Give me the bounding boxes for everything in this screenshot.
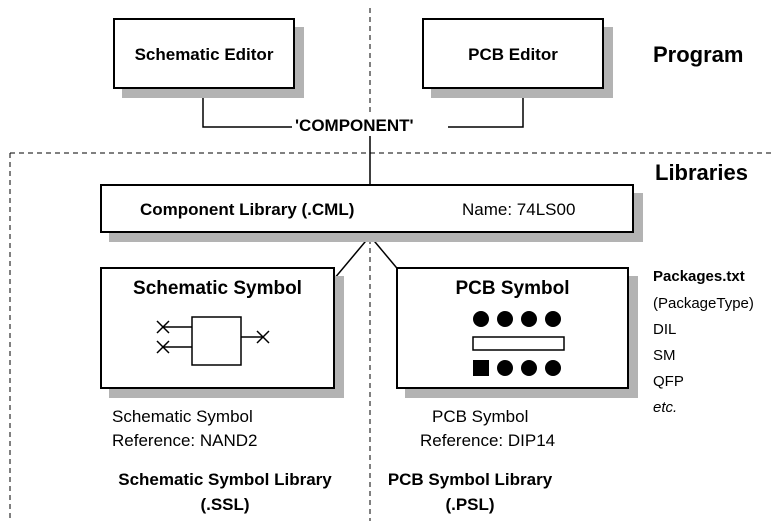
schematic-editor-label: Schematic Editor: [134, 45, 274, 64]
package-item: etc.: [653, 399, 678, 416]
component-library-title: Component Library (.CML): [140, 200, 355, 219]
schematic-symbol-library-label: Schematic Symbol Library: [118, 470, 332, 489]
pcb-symbol-title: PCB Symbol: [455, 278, 570, 299]
pcb-symbol-library-label: PCB Symbol Library: [387, 470, 553, 489]
schematic-symbol-reference: Reference: NAND2: [112, 431, 258, 450]
package-item: SM: [653, 347, 676, 364]
pcb-symbol-reference: Reference: DIP14: [420, 431, 556, 450]
schematic-symbol-library-ext: (.SSL): [200, 495, 250, 514]
pcb-symbol-caption: PCB Symbol: [432, 407, 529, 426]
schematic-symbol-box: Schematic Symbol: [100, 267, 335, 389]
libraries-section-label: Libraries: [655, 160, 748, 185]
component-library-name: Name: 74LS00: [462, 200, 576, 219]
schematic-symbol-caption: Schematic Symbol: [112, 407, 253, 426]
package-item: (PackageType): [653, 295, 754, 312]
pcb-symbol-library-ext: (.PSL): [445, 495, 495, 514]
pcb-editor-box: PCB Editor: [422, 18, 604, 89]
nand-gate-symbol-icon: [156, 316, 270, 366]
schematic-editor-box: Schematic Editor: [113, 18, 295, 89]
component-tag: 'COMPONENT': [295, 116, 414, 136]
pcb-symbol-box: PCB Symbol: [396, 267, 629, 389]
packages-title: Packages.txt: [653, 268, 745, 285]
package-item: DIL: [653, 321, 677, 338]
package-item: QFP: [653, 373, 684, 390]
pcb-editor-label: PCB Editor: [468, 45, 558, 64]
dip-footprint-icon: [472, 311, 565, 376]
component-library-box: Component Library (.CML) Name: 74LS00: [100, 184, 634, 233]
schematic-symbol-title: Schematic Symbol: [133, 278, 302, 299]
program-section-label: Program: [653, 42, 744, 67]
